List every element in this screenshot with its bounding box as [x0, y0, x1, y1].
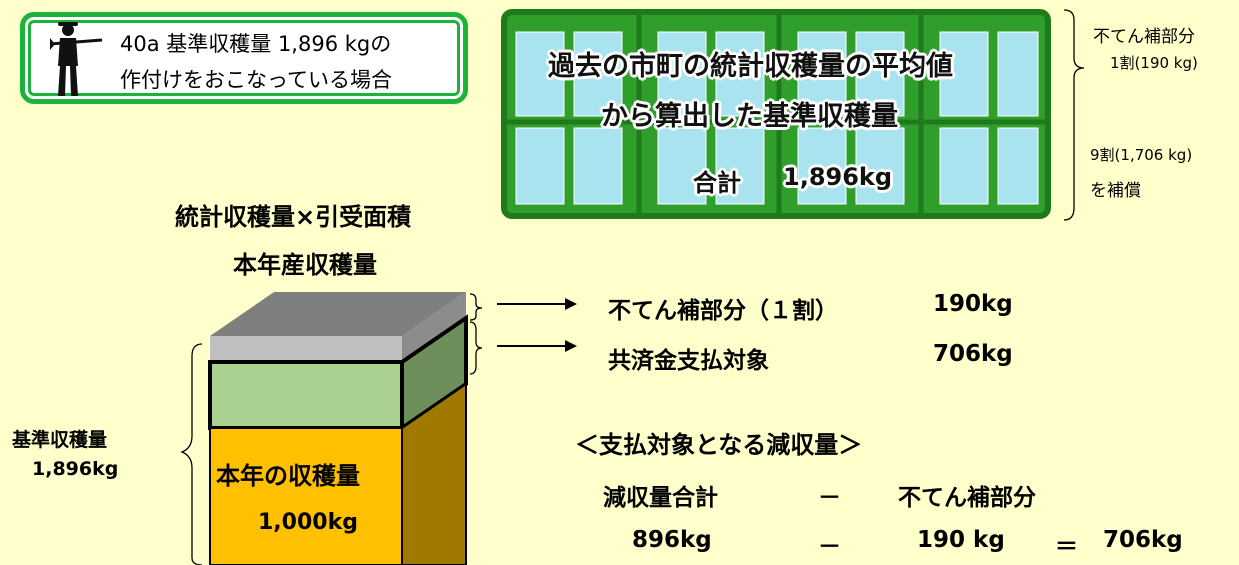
paddy-field — [501, 9, 1051, 219]
payment-target-result: 706kg — [1103, 527, 1183, 553]
non-compensated-value-2: 190 kg — [917, 527, 1005, 553]
reduction-total-label: 減収量合計 — [603, 485, 718, 511]
reduction-total-value: 896kg — [632, 527, 712, 553]
side-braces — [1063, 9, 1085, 221]
minus-operator-2: － — [818, 534, 841, 560]
standard-yield-value: 1,896kg — [32, 458, 119, 480]
case-line-2: 作付けをおこなっている場合 — [120, 68, 392, 92]
field-total-value: 1,896kg — [783, 163, 893, 191]
field-total-label: 合計 — [693, 169, 741, 197]
field-caption-1: 過去の市町の統計収穫量の平均値 — [548, 51, 953, 82]
payment-target-value: 706kg — [933, 341, 1013, 367]
non-compensated-label: 不てん補部分（１割） — [608, 298, 838, 324]
this-year-yield-label: 本年の収穫量 — [216, 462, 360, 490]
equals-operator: ＝ — [1055, 534, 1078, 560]
reduction-title: ＜支払対象となる減収量＞ — [575, 431, 863, 459]
this-year-title: 本年産収穫量 — [233, 251, 377, 279]
side-note-bottom-2: を補償 — [1090, 181, 1141, 201]
this-year-yield-value: 1,000kg — [258, 510, 358, 535]
arrows — [497, 298, 577, 352]
calc-title: 統計収穫量×引受面積 — [175, 203, 412, 231]
side-note-top-1: 不てん補部分 — [1093, 27, 1195, 47]
non-compensated-label-2: 不てん補部分 — [898, 485, 1036, 511]
standard-yield-label: 基準収穫量 — [12, 429, 108, 451]
side-note-bottom-1: 9割(1,706 kg) — [1090, 146, 1193, 164]
harvest-block — [180, 292, 483, 565]
minus-operator: － — [818, 485, 841, 511]
case-line-1: 40a 基準収穫量 1,896 kgの — [120, 32, 392, 56]
side-note-top-2: 1割(190 kg) — [1110, 54, 1198, 72]
case-box — [20, 12, 468, 104]
field-caption-2: から算出した基準収穫量 — [601, 101, 898, 132]
farmer-icon — [49, 22, 103, 96]
payment-target-label: 共済金支払対象 — [608, 348, 769, 374]
non-compensated-value: 190kg — [933, 291, 1013, 317]
